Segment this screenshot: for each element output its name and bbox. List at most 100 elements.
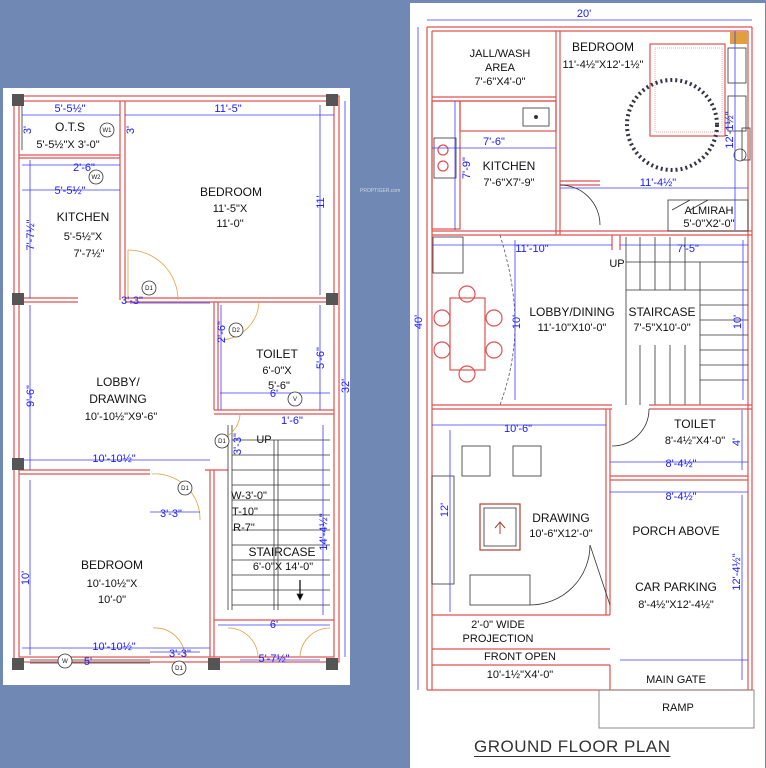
- left-toilet-size1: 6'-0"X: [262, 365, 292, 377]
- left-plan: W1 W2 D1 D2 V D1 D1 W D1 O.T.S 5'-5½"X 3…: [12, 94, 352, 676]
- left-dimension-texts: 5'-5½" 11'-5" 2'-6" 5'-5½" 3'-3" 6' 1'-6…: [20, 103, 352, 668]
- right-toilet-name: TOILET: [674, 417, 716, 431]
- left-bedroom-bottom-name: BEDROOM: [81, 558, 143, 572]
- svg-text:14'-4½": 14'-4½": [318, 513, 330, 550]
- svg-text:12'-4½": 12'-4½": [731, 553, 743, 590]
- right-stair-treads: [625, 237, 748, 405]
- left-tag-labels: W1 W2 D1 D2 V D1 D1 W D1: [62, 128, 297, 672]
- svg-text:4': 4': [731, 438, 743, 446]
- right-front-name: FRONT OPEN: [484, 651, 556, 663]
- right-jall-name1: JALL/WASH: [470, 48, 531, 60]
- right-gate-name: MAIN GATE: [646, 674, 706, 686]
- svg-text:10'-6": 10'-6": [504, 423, 532, 435]
- svg-text:10': 10': [732, 315, 744, 329]
- svg-text:6': 6': [270, 619, 278, 631]
- right-toilet-size: 8'-4½"X4'-0": [665, 435, 725, 447]
- left-ots-name: O.T.S: [55, 120, 85, 134]
- svg-text:11'-10": 11'-10": [515, 243, 548, 255]
- watermark: PROPTIGER.com: [360, 188, 400, 194]
- right-lobby-size: 11'-10"X10'-0": [538, 322, 607, 334]
- svg-text:2'-6": 2'-6": [216, 321, 228, 343]
- left-stair-w: W-3'-0": [231, 490, 267, 502]
- svg-text:1'-6": 1'-6": [281, 415, 303, 427]
- right-drawing-size: 10'-6"X12'-0": [529, 528, 592, 540]
- left-kitchen-name: KITCHEN: [57, 210, 110, 224]
- left-sheet: [3, 88, 350, 685]
- left-lobby-name1: LOBBY/: [96, 375, 140, 389]
- right-bedroom-size: 11'-4½"X12'-1½": [563, 59, 644, 71]
- svg-text:8'-4½": 8'-4½": [665, 491, 696, 503]
- left-bedroom-bottom-size2: 10'-0": [98, 594, 126, 606]
- left-bedroom-bottom-size1: 10'-10½"X: [87, 578, 138, 590]
- svg-text:V: V: [293, 397, 297, 403]
- svg-text:3'-3": 3'-3": [232, 433, 244, 455]
- right-kitchen-name: KITCHEN: [483, 159, 536, 173]
- left-bedroom-top-size1: 11'-5"X: [213, 203, 248, 215]
- svg-text:5'-5½": 5'-5½": [54, 185, 85, 197]
- svg-text:D2: D2: [232, 328, 240, 334]
- left-stair-treads: [227, 425, 330, 610]
- svg-text:10'-10½": 10'-10½": [92, 453, 135, 465]
- svg-text:W: W: [62, 659, 68, 665]
- svg-text:3'-3": 3'-3": [121, 295, 143, 307]
- right-plan: JALL/WASH AREA 7'-6"X4'-0" BEDROOM 11'-4…: [360, 8, 755, 729]
- svg-text:10': 10': [20, 571, 32, 585]
- svg-text:6': 6': [270, 388, 278, 400]
- right-staircase-size: 7'-5"X10'-0": [633, 322, 690, 334]
- svg-text:5'-5½": 5'-5½": [54, 103, 85, 115]
- svg-text:11': 11': [315, 195, 327, 209]
- left-bedroom-top-name: BEDROOM: [200, 185, 262, 199]
- left-stair-up: UP: [256, 434, 271, 446]
- svg-text:7'-6": 7'-6": [483, 136, 505, 148]
- svg-text:9'-6": 9'-6": [25, 385, 37, 407]
- svg-text:10': 10': [511, 315, 523, 329]
- svg-text:3'-3": 3'-3": [160, 508, 182, 520]
- left-lobby-name2: DRAWING: [89, 392, 147, 406]
- left-lobby-size: 10'-10½"X9'-6": [85, 411, 158, 423]
- right-bedroom-name: BEDROOM: [572, 40, 634, 54]
- left-kitchen-size2: 7'-7½": [73, 248, 104, 260]
- right-drawing-name: DRAWING: [532, 511, 590, 525]
- left-ots-size: 5'-5½"X 3'-0": [36, 139, 99, 151]
- svg-text:12': 12': [439, 503, 451, 517]
- svg-text:8'-4½": 8'-4½": [665, 458, 696, 470]
- right-stair-up: UP: [609, 258, 624, 270]
- right-dimension-lines: [417, 19, 752, 690]
- left-stair-r: R-7": [233, 522, 255, 534]
- svg-text:11'-5": 11'-5": [214, 103, 241, 115]
- right-projection-name2: PROJECTION: [463, 633, 534, 645]
- svg-text:3'-3": 3'-3": [169, 648, 191, 660]
- svg-text:32': 32': [340, 379, 352, 393]
- right-jall-size: 7'-6"X4'-0": [474, 76, 525, 88]
- right-staircase-name: STAIRCASE: [628, 305, 695, 319]
- right-projection-name1: 2'-0" WIDE: [471, 619, 525, 631]
- left-outer-wall-outer: [13, 95, 340, 663]
- svg-text:7'-9": 7'-9": [461, 157, 473, 179]
- right-almirah-name: ALMIRAH: [685, 205, 734, 217]
- svg-text:D1: D1: [218, 439, 226, 445]
- svg-text:3': 3': [125, 126, 137, 134]
- svg-text:W1: W1: [103, 128, 113, 134]
- left-staircase-name: STAIRCASE: [248, 545, 315, 559]
- left-tag-circles: [57, 122, 303, 676]
- svg-text:5': 5': [84, 656, 92, 668]
- svg-text:5'-6": 5'-6": [315, 347, 327, 369]
- left-toilet-name: TOILET: [256, 347, 298, 361]
- right-front-size: 10'-1½"X4'-0": [487, 669, 554, 681]
- svg-text:W2: W2: [92, 175, 102, 181]
- left-bedroom-top-size2: 11'-0": [216, 218, 243, 230]
- right-jall-name2: AREA: [485, 62, 516, 74]
- plan-title: GROUND FLOOR PLAN: [474, 737, 671, 756]
- left-stair-t: T-10": [232, 506, 258, 518]
- svg-text:10'-10½": 10'-10½": [92, 641, 135, 653]
- right-parking-name: CAR PARKING: [635, 580, 717, 594]
- svg-text:D1: D1: [145, 286, 153, 292]
- svg-text:12'-1½": 12'-1½": [724, 111, 736, 148]
- left-staircase-size: 6'-0"X 14'-0": [253, 561, 313, 573]
- left-dimension-lines: [22, 101, 346, 661]
- svg-text:5'-7½": 5'-7½": [258, 653, 289, 665]
- left-kitchen-size1: 5'-5½"X: [64, 231, 103, 243]
- right-almirah-size: 5'-0"X2'-0": [683, 218, 734, 230]
- right-kitchen-size: 7'-6"X7'-9": [483, 177, 534, 189]
